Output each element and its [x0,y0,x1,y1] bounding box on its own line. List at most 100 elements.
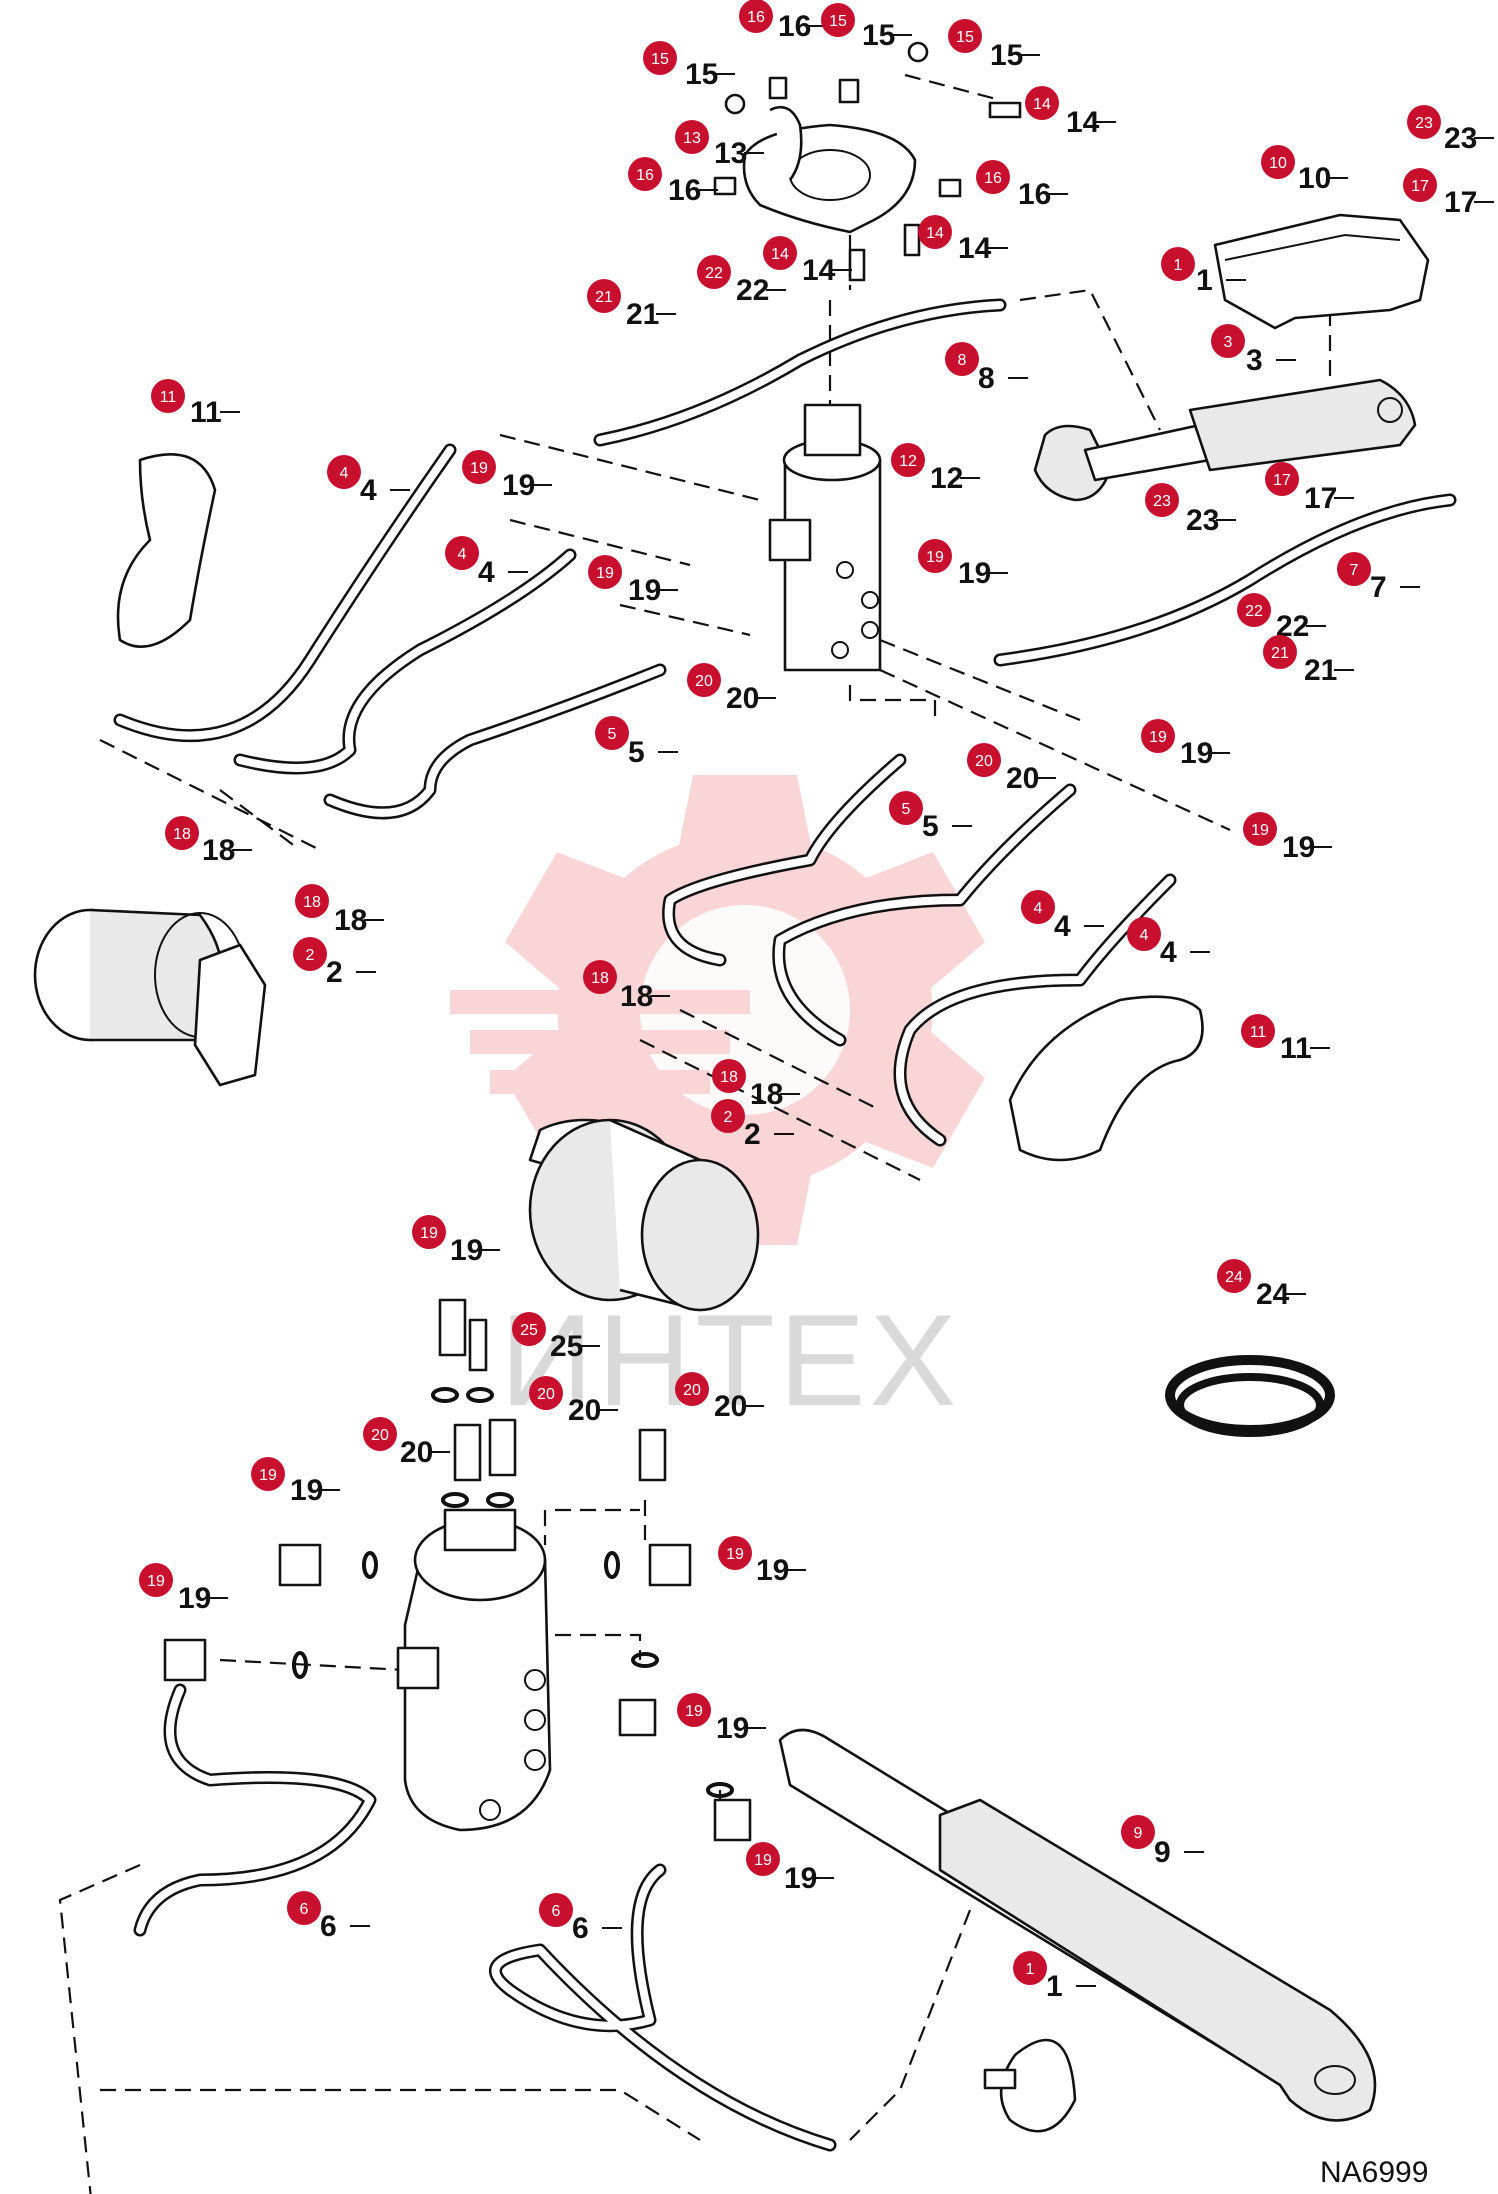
callout-badge [539,1893,573,1927]
callout-badge [588,555,622,589]
callout-badge [287,1891,321,1925]
callout-badge-number: 19 [1149,729,1167,746]
part-number-label: 19 [628,574,661,607]
part-number-label: 10 [1298,162,1331,195]
callout-badge-number: 9 [1134,1825,1143,1842]
callout-badge [1161,247,1195,281]
swivel-joint-upper [768,403,882,672]
hose-duct-right [1008,995,1204,1162]
callout-badge-number: 15 [829,13,847,30]
callout-badge-number: 6 [300,1901,309,1918]
hose-duct-left [116,452,217,648]
part-number-label: 16 [778,10,811,43]
part-number-label: 15 [862,19,895,52]
callout-badge [139,1563,173,1597]
callout-badge [1217,1259,1251,1293]
part-number-label: 19 [1282,831,1315,864]
callout-badge [889,791,923,825]
callout-badge [1021,890,1055,924]
travel-motor-center [528,1118,760,1312]
callout-badge-number: 14 [1033,96,1051,113]
part-number-label: 6 [320,1910,337,1943]
callout-badge [529,1376,563,1410]
callout-badge [165,816,199,850]
callout-badge [675,1372,709,1406]
callout-badge-number: 4 [340,465,349,482]
callout-badge-number: 19 [1251,822,1269,839]
callout-badge [976,160,1010,194]
callout-1: 11 [1161,247,1246,297]
part-number-label: 19 [1180,737,1213,770]
callout-badge [1265,462,1299,496]
callout-badge-number: 19 [259,1467,277,1484]
callout-14: 14 14 [763,236,852,287]
callout-3: 33 [1211,324,1296,377]
callout-5: 55 [595,716,678,769]
part-number-label: 1 [1046,1970,1063,2003]
part-number-label: 23 [1186,504,1219,537]
part-number-label: 23 [1444,122,1477,155]
routing-lines [58,73,1332,2194]
part-number-label: 7 [1370,571,1387,604]
callout-badge [746,1842,780,1876]
callout-badge-number: 18 [591,970,609,987]
part-number-label: 19 [756,1554,789,1587]
part-number-label: 15 [685,58,718,91]
part-callouts: 1616151515151515141413131010232316161616… [139,0,1494,2003]
part-number-label: 22 [736,274,769,307]
callout-badge-number: 25 [520,1322,538,1339]
callout-badge [1407,105,1441,139]
part-number-label: 12 [930,462,963,495]
part-number-label: 20 [568,1394,601,1427]
callout-badge [1025,86,1059,120]
callout-badge [295,884,329,918]
callout-badge-number: 19 [754,1852,772,1869]
callout-badge [1211,324,1245,358]
callout-badge [643,41,677,75]
part-number-label: 14 [802,254,836,287]
callout-4: 44 [1127,917,1210,969]
callout-badge-number: 21 [1271,645,1289,662]
callout-badge-number: 13 [683,130,701,147]
callout-14: 14 14 [918,215,1008,265]
callout-badge-number: 23 [1415,115,1433,132]
callout-badge [1403,168,1437,202]
part-number-label: 21 [1304,654,1337,687]
callout-badge-number: 20 [371,1427,389,1444]
callout-badge-number: 14 [771,246,789,263]
part-number-label: 18 [202,834,235,867]
callout-badge-number: 17 [1411,178,1429,195]
part-number-label: 18 [620,980,653,1013]
callout-badge [1127,917,1161,951]
callout-badge [1241,1014,1275,1048]
arm-cylinder [778,1728,1377,2133]
callout-badge [1337,552,1371,586]
callout-badge [1145,483,1179,517]
callout-badge [151,379,185,413]
part-number-label: 6 [572,1912,589,1945]
callout-badge-number: 14 [926,225,944,242]
callout-badge [595,716,629,750]
part-number-label: 19 [958,557,991,590]
callout-badge [675,120,709,154]
part-number-label: 19 [716,1712,749,1745]
part-number-label: 14 [958,232,992,265]
callout-2: 22 [293,937,376,989]
